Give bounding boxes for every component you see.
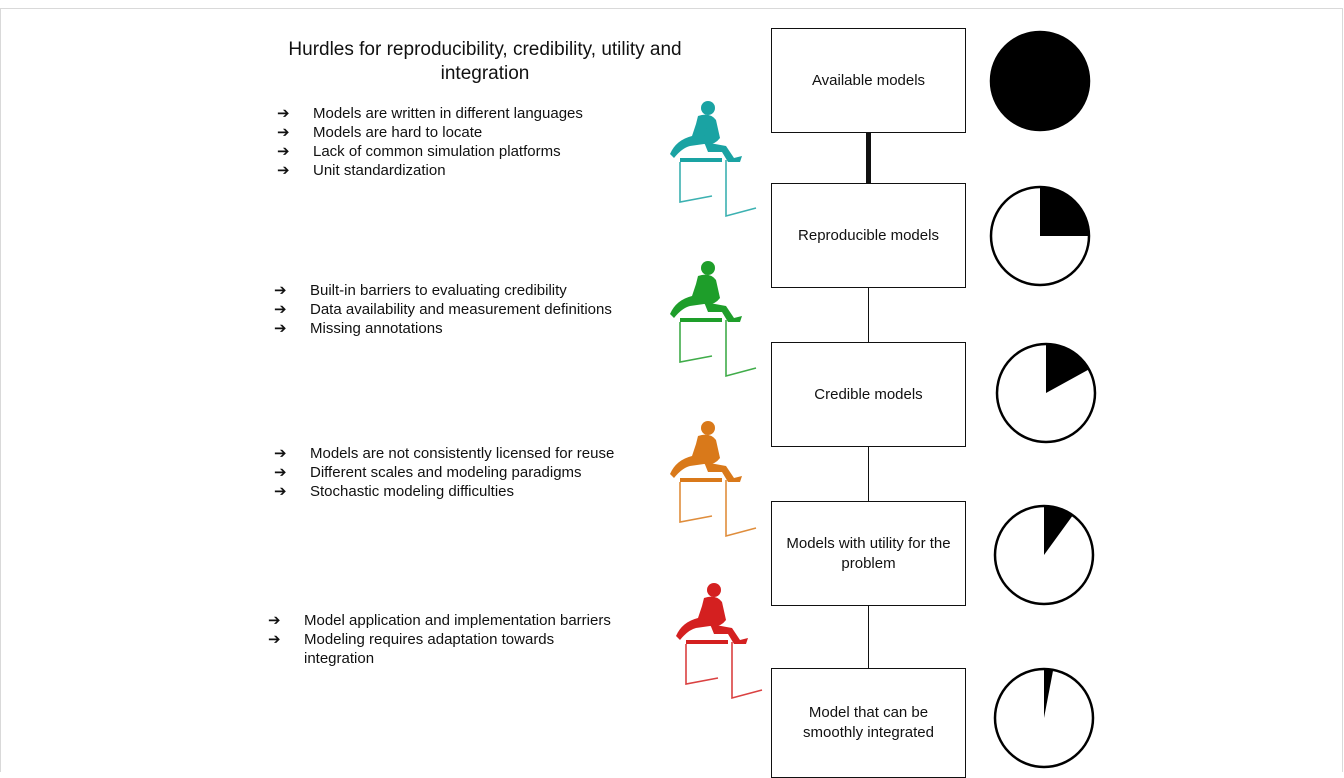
hurdle-item: ➔ Built-in barriers to evaluating credibi… bbox=[274, 281, 614, 300]
flow-connector bbox=[868, 447, 869, 501]
hurdle-list-credibility: ➔ Built-in barriers to evaluating credibi… bbox=[274, 281, 614, 338]
stage-box-reproducible: Reproducible models bbox=[771, 183, 966, 288]
arrow-icon: ➔ bbox=[277, 143, 290, 160]
hurdle-list-integration: ➔ Model application and implementation ba… bbox=[268, 611, 628, 668]
hurdle-item: ➔ Lack of common simulation platforms bbox=[277, 142, 617, 161]
hurdle-item-text: Data availability and measurement defini… bbox=[310, 301, 612, 318]
hurdle-item: ➔ Models are written in different languag… bbox=[277, 104, 617, 123]
stage-label: Reproducible models bbox=[798, 226, 939, 244]
hurdle-item-text: Models are not consistently licensed for… bbox=[310, 445, 615, 462]
hurdle-item: ➔ Model application and implementation ba… bbox=[268, 611, 628, 630]
figure-title: Hurdles for reproducibility, credibility… bbox=[288, 39, 682, 84]
hurdler-icon bbox=[676, 583, 763, 700]
hurdle-item-text: Missing annotations bbox=[310, 320, 443, 337]
pie-slice bbox=[1040, 187, 1089, 236]
hurdle-item: ➔ Unit standardization bbox=[277, 161, 617, 180]
stage-label: Credible models bbox=[814, 385, 923, 403]
hurdle-item: ➔ Models are not consistently licensed fo… bbox=[274, 444, 634, 463]
hurdle-item-text: Modeling requires adaptation towards int… bbox=[304, 631, 555, 667]
flow-connector bbox=[866, 133, 871, 183]
hurdle-item-text: Built-in barriers to evaluating credibil… bbox=[310, 282, 567, 299]
arrow-icon: ➔ bbox=[274, 445, 287, 462]
arrow-icon: ➔ bbox=[277, 105, 290, 122]
hurdler-icon bbox=[670, 101, 757, 218]
stage-label: Available models bbox=[811, 71, 926, 89]
hurdle-item: ➔ Different scales and modeling paradigms bbox=[274, 463, 634, 482]
stage-box-credible: Credible models bbox=[771, 342, 966, 447]
arrow-icon: ➔ bbox=[274, 282, 287, 299]
hurdler-icon bbox=[670, 421, 757, 538]
flow-connector bbox=[868, 606, 869, 668]
hurdle-item-text: Models are hard to locate bbox=[313, 124, 483, 141]
pie-outline bbox=[989, 30, 1091, 132]
stage-box-available: Available models bbox=[771, 28, 966, 133]
hurdle-list-utility: ➔ Models are not consistently licensed fo… bbox=[274, 444, 634, 501]
hurdle-item: ➔ Modeling requires adaptation towards in… bbox=[268, 630, 628, 668]
arrow-icon: ➔ bbox=[268, 612, 281, 629]
arrow-icon: ➔ bbox=[277, 162, 290, 179]
hurdle-item: ➔ Models are hard to locate bbox=[277, 123, 617, 142]
hurdle-item-text: Unit standardization bbox=[313, 162, 446, 179]
pie-slice bbox=[1044, 669, 1054, 718]
arrow-icon: ➔ bbox=[274, 320, 287, 337]
stage-box-utility: Models with utility for the problem bbox=[771, 501, 966, 606]
stage-label: Model that can be smoothly integrated bbox=[803, 704, 934, 741]
hurdle-item-text: Stochastic modeling difficulties bbox=[310, 483, 514, 500]
hurdle-item-text: Models are written in different language… bbox=[313, 105, 583, 122]
arrow-icon: ➔ bbox=[268, 631, 281, 648]
arrow-icon: ➔ bbox=[277, 124, 290, 141]
hurdle-item-text: Model application and implementation bar… bbox=[304, 612, 611, 629]
flow-connector bbox=[868, 288, 869, 342]
hurdle-item-text: Different scales and modeling paradigms bbox=[310, 464, 582, 481]
hurdle-list-languages: ➔ Models are written in different languag… bbox=[277, 104, 617, 180]
hurdle-item: ➔ Data availability and measurement defin… bbox=[274, 300, 614, 319]
figure-frame bbox=[0, 8, 1343, 772]
hurdle-item: ➔ Missing annotations bbox=[274, 319, 614, 338]
arrow-icon: ➔ bbox=[274, 483, 287, 500]
arrow-icon: ➔ bbox=[274, 464, 287, 481]
hurdle-item-text: Lack of common simulation platforms bbox=[313, 143, 561, 160]
stage-label: Models with utility for the problem bbox=[786, 534, 951, 572]
pie-slice bbox=[1044, 506, 1073, 555]
hurdle-item: ➔ Stochastic modeling difficulties bbox=[274, 482, 634, 501]
hurdler-icon bbox=[670, 261, 757, 378]
pie-slice bbox=[1046, 344, 1089, 393]
arrow-icon: ➔ bbox=[274, 301, 287, 318]
